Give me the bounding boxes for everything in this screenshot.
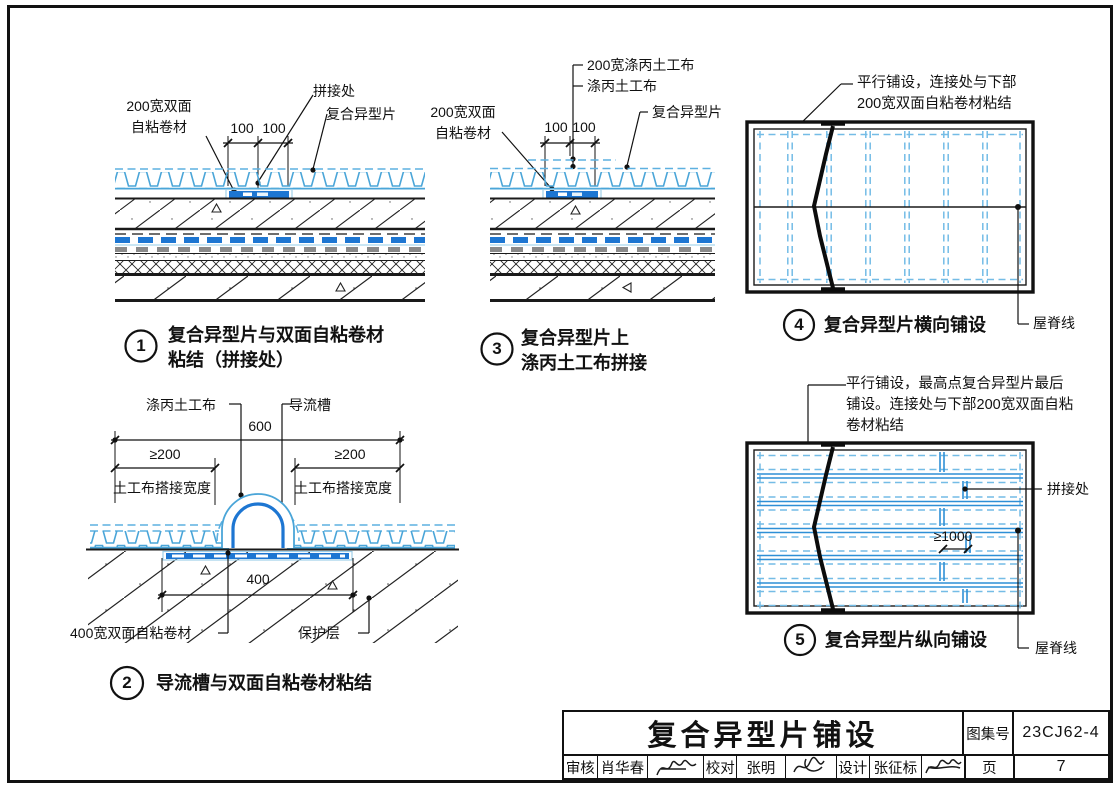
label-line: 自粘卷材 [435, 125, 491, 141]
page-label: 页 [963, 756, 1013, 778]
title-block-row-bottom: 审核 肖华春 校对 张明 设计 张征标 页 7 [564, 754, 1108, 778]
detail3-number: 3 [492, 339, 502, 358]
detail2-label-channel: 导流槽 [289, 397, 331, 413]
detail1-label-self-adhesive: 200宽双面 自粘卷材 [112, 96, 206, 138]
detail3-drawing [480, 64, 715, 366]
label-line: 200宽双面 [430, 104, 496, 120]
detail2-dim-200-left: ≥200 [149, 446, 181, 462]
note-line: 铺设。连接处与下部200宽双面自粘 [846, 397, 1074, 413]
dim-value: 100 [572, 119, 596, 135]
detail2-label-sam400: 400宽双面自粘卷材 [70, 625, 192, 641]
dim-value: 100 [230, 120, 254, 136]
caption-line: 复合异型片与双面自粘卷材 [168, 325, 384, 345]
detail2-dim-600: 600 [248, 418, 272, 434]
detail4-label-ridge: 屋脊线 [1033, 315, 1075, 331]
check-name: 张明 [736, 756, 784, 778]
detail2-label-lap-right: 土工布搭接宽度 [294, 480, 392, 496]
dim-value: 100 [262, 120, 286, 136]
detail1-number-circle [124, 329, 158, 363]
detail4-note: 平行铺设，连接处与下部 200宽双面自粘卷材粘结 [857, 73, 1017, 115]
detail2-caption: 导流槽与双面自粘卷材粘结 [156, 673, 372, 693]
design-name: 张征标 [868, 756, 921, 778]
detail1-dim-100-100: 100 100 [226, 120, 290, 136]
note-line: 卷材粘结 [846, 418, 904, 434]
title-block: 复合异型片铺设 图集号 23CJ62-4 审核 肖华春 校对 张明 设计 张征标… [562, 710, 1110, 780]
review-label: 审核 [565, 760, 595, 777]
detail3-caption: 复合异型片上 涤丙土工布拼接 [521, 326, 647, 376]
detail1-drawing [115, 94, 425, 363]
detail5-drawing [745, 384, 1042, 657]
detail5-number-circle [783, 623, 817, 657]
detail1-label-sheet: 复合异型片 [326, 106, 396, 122]
detail4-caption: 复合异型片横向铺设 [824, 315, 986, 335]
caption-line: 粘结（拼接处） [168, 350, 294, 370]
detail1-label-joint: 拼接处 [313, 83, 355, 99]
drainage-channel-arch [231, 502, 285, 548]
note-line: 200宽双面自粘卷材粘结 [857, 96, 1012, 112]
detail2-number: 2 [122, 673, 132, 692]
detail5-dim-1000: ≥1000 [933, 528, 973, 544]
profiled-sheet-band [490, 172, 715, 189]
check-signature [784, 756, 836, 778]
detail2-drawing [86, 403, 459, 701]
design-label: 设计 [835, 756, 869, 778]
break-line [812, 125, 835, 289]
sheet-title: 复合异型片铺设 [647, 720, 879, 752]
page-number: 7 [1013, 756, 1108, 778]
detail3-label-sheet: 复合异型片 [652, 104, 722, 120]
detail5-number: 5 [795, 630, 805, 649]
detail4-drawing [745, 83, 1035, 342]
note-line: 平行铺设，连接处与下部 [857, 75, 1017, 91]
detail5-label-ridge: 屋脊线 [1035, 640, 1077, 656]
detail3-label-geo: 涤丙土工布 [587, 78, 657, 94]
detail4-number: 4 [794, 315, 804, 334]
page-border-frame [7, 5, 1113, 783]
detail5-note: 平行铺设，最高点复合异型片最后 铺设。连接处与下部200宽双面自粘 卷材粘结 [846, 374, 1073, 437]
break-line [812, 446, 835, 610]
review-name: 肖华春 [596, 756, 647, 778]
detail5-caption: 复合异型片纵向铺设 [825, 630, 987, 650]
caption-line: 涤丙土工布拼接 [521, 353, 647, 373]
detail3-number-circle [480, 332, 514, 366]
atlas-number-value: 23CJ62-4 [1012, 712, 1108, 754]
title-block-row-top: 复合异型片铺设 图集号 23CJ62-4 [564, 712, 1108, 754]
dim-value: 100 [544, 119, 568, 135]
label-line: 200宽双面 [126, 98, 192, 114]
detail3-label-geo200: 200宽涤丙土工布 [587, 57, 695, 73]
detail3-label-self-adhesive: 200宽双面 自粘卷材 [423, 102, 503, 144]
detail5-label-joint: 拼接处 [1047, 481, 1089, 497]
detail2-label-lap-left: 土工布搭接宽度 [113, 480, 211, 496]
caption-line: 复合异型片上 [521, 328, 629, 348]
check-label: 校对 [703, 756, 736, 778]
detail2-dim-400: 400 [246, 571, 270, 587]
label-line: 自粘卷材 [131, 119, 187, 135]
design-signature [921, 756, 964, 778]
detail2-number-circle [109, 665, 145, 701]
detail1-caption: 复合异型片与双面自粘卷材 粘结（拼接处） [168, 323, 384, 373]
detail1-number: 1 [136, 336, 146, 355]
detail2-label-protection: 保护层 [298, 625, 340, 641]
profiled-sheet-band [115, 172, 425, 189]
note-line: 平行铺设，最高点复合异型片最后 [846, 376, 1064, 392]
detail4-number-circle [782, 308, 816, 342]
atlas-number-label: 图集号 [962, 712, 1012, 754]
review-signature [647, 756, 703, 778]
detail2-dim-200-right: ≥200 [334, 446, 366, 462]
detail2-label-geotextile: 涤丙土工布 [146, 397, 216, 413]
